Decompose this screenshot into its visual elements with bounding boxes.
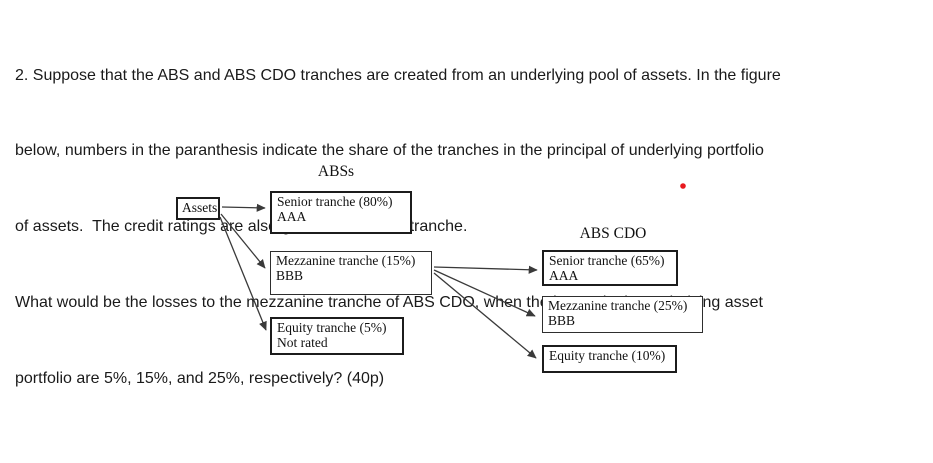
tranche-rating: BBB [276, 267, 304, 283]
arrow-mezzanine-to-cdo-mezzanine [433, 269, 536, 317]
cdo-mezzanine-tranche-box: Mezzanine tranche (25%) BBB [542, 296, 703, 333]
tranche-label: Mezzanine tranche (15%) [276, 253, 416, 268]
arrow-assets-to-abs-mezzanine [220, 213, 266, 269]
tranche-rating: Not rated [277, 334, 328, 350]
cdo-senior-tranche-box: Senior tranche (65%) AAA [542, 250, 678, 286]
arrow-assets-to-abs-equity [219, 216, 267, 331]
tranche-rating: AAA [549, 267, 579, 283]
abs-cdo-title: ABS CDO [579, 225, 647, 242]
assets-label: Assets [182, 200, 218, 215]
arrow-mezzanine-to-cdo-senior [433, 265, 538, 274]
abs-senior-tranche-box: Senior tranche (80%) AAA [270, 191, 412, 234]
abs-title: ABSs [317, 163, 355, 180]
cdo-equity-tranche-box: Equity tranche (10%) [542, 345, 677, 373]
tranche-label: Senior tranche (80%) [277, 194, 393, 209]
question-line-2: below, numbers in the paranthesis indica… [15, 142, 764, 160]
abs-equity-tranche-box: Equity tranche (5%) Not rated [270, 317, 404, 355]
tranche-label: Senior tranche (65%) [549, 253, 665, 268]
question-line-1: 2. Suppose that the ABS and ABS CDO tran… [15, 66, 781, 84]
abs-mezzanine-tranche-box: Mezzanine tranche (15%) BBB [270, 251, 432, 295]
tranche-rating: AAA [277, 208, 307, 224]
red-dot-marker [680, 183, 686, 189]
question-line-5: portfolio are 5%, 15%, and 25%, respecti… [15, 370, 385, 388]
tranche-label: Equity tranche (5%) [277, 320, 387, 335]
tranche-label: Equity tranche (10%) [549, 348, 666, 363]
arrow-assets-to-abs-senior [221, 203, 266, 212]
arrow-mezzanine-to-cdo-equity [433, 272, 537, 359]
tranche-label: Mezzanine tranche (25%) [548, 298, 688, 313]
tranche-rating: BBB [548, 312, 576, 328]
assets-box: Assets [176, 197, 220, 220]
